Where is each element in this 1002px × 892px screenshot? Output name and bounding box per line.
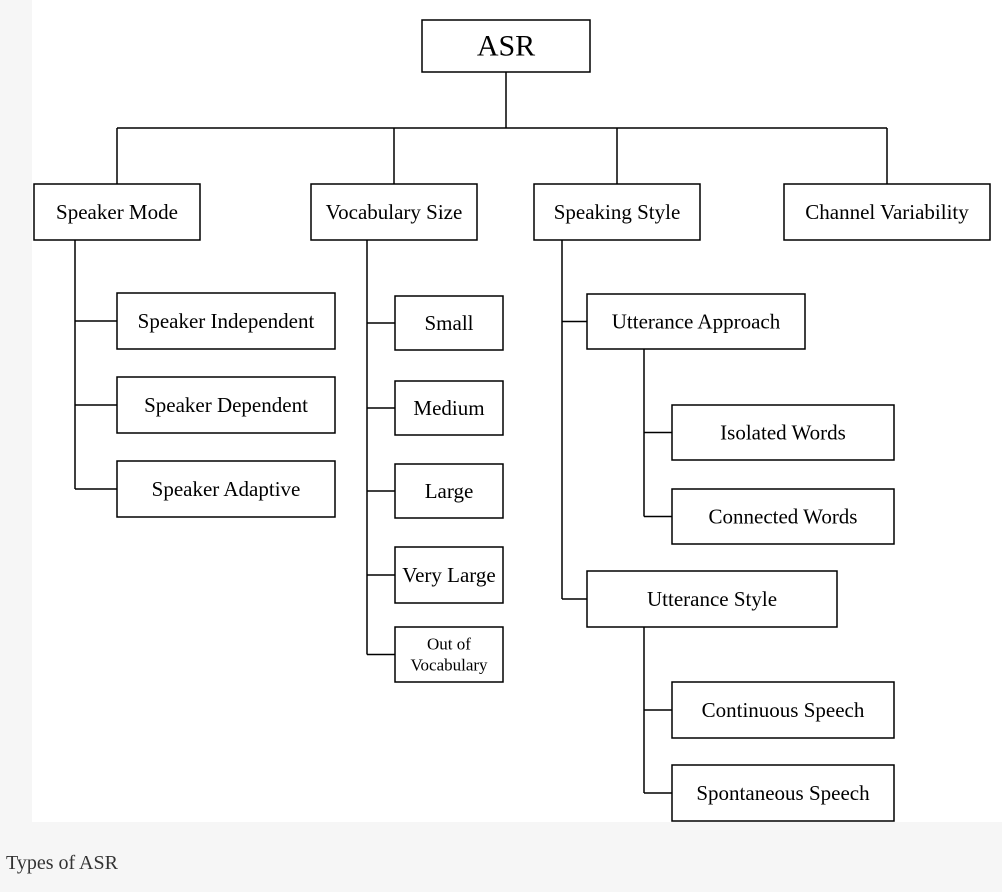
node-medium: Medium	[394, 380, 504, 436]
node-label: Vocabulary	[410, 656, 488, 675]
node-utterance-style: Utterance Style	[586, 570, 838, 628]
asr-tree-diagram: ASR Speaker Mode Vocabulary Size Speaking S…	[33, 19, 991, 822]
node-label: Large	[425, 479, 474, 503]
node-box	[671, 404, 895, 461]
node-utterance-approach: Utterance Approach	[586, 293, 806, 350]
node-label: Speaker Mode	[56, 200, 178, 224]
node-label: Vocabulary Size	[326, 200, 463, 224]
node-label: Speaker Adaptive	[152, 477, 301, 501]
node-label: Speaker Dependent	[144, 393, 308, 417]
node-speaker-adaptive: Speaker Adaptive	[116, 460, 336, 518]
node-label: Speaking Style	[554, 200, 681, 224]
node-box	[116, 460, 336, 518]
node-label: ASR	[477, 30, 535, 63]
node-label: Out of	[427, 634, 471, 653]
node-box	[671, 488, 895, 545]
node-label: Continuous Speech	[702, 698, 865, 722]
node-large: Large	[394, 463, 504, 519]
node-box	[586, 570, 838, 628]
node-connected-words: Connected Words	[671, 488, 895, 545]
node-out-of-vocabulary: Out of Vocabulary	[394, 626, 504, 683]
node-isolated-words: Isolated Words	[671, 404, 895, 461]
node-box	[586, 293, 806, 350]
node-box	[671, 681, 895, 739]
node-spontaneous-speech: Spontaneous Speech	[671, 764, 895, 822]
node-very-large: Very Large	[394, 546, 504, 604]
node-label: Medium	[413, 396, 484, 420]
node-box	[394, 626, 504, 683]
diagram-figure: ASR Speaker Mode Vocabulary Size Speaking S…	[32, 0, 1002, 822]
node-continuous-speech: Continuous Speech	[671, 681, 895, 739]
node-box	[116, 292, 336, 350]
node-box	[310, 183, 478, 241]
node-box	[33, 183, 201, 241]
node-box	[421, 19, 591, 73]
node-label: Very Large	[402, 563, 496, 587]
node-label: Channel Variability	[805, 200, 969, 224]
node-label: Isolated Words	[720, 421, 846, 445]
node-box	[671, 764, 895, 822]
node-box	[116, 376, 336, 434]
node-vocabulary-size: Vocabulary Size	[310, 183, 478, 241]
node-box	[533, 183, 701, 241]
node-label: Spontaneous Speech	[696, 781, 870, 805]
node-channel-variability: Channel Variability	[783, 183, 991, 241]
figure-caption: Types of ASR	[6, 852, 118, 874]
node-label: Connected Words	[709, 505, 858, 529]
node-small: Small	[394, 295, 504, 351]
node-box	[394, 380, 504, 436]
node-label: Speaker Independent	[138, 309, 315, 333]
node-speaking-style: Speaking Style	[533, 183, 701, 241]
node-box	[394, 295, 504, 351]
node-label: Utterance Style	[647, 587, 777, 611]
node-box	[394, 463, 504, 519]
node-speaker-mode: Speaker Mode	[33, 183, 201, 241]
node-label: Small	[424, 311, 473, 335]
node-speaker-independent: Speaker Independent	[116, 292, 336, 350]
node-box	[783, 183, 991, 241]
node-asr: ASR	[421, 19, 591, 73]
node-box	[394, 546, 504, 604]
node-speaker-dependent: Speaker Dependent	[116, 376, 336, 434]
node-label: Utterance Approach	[612, 310, 781, 334]
